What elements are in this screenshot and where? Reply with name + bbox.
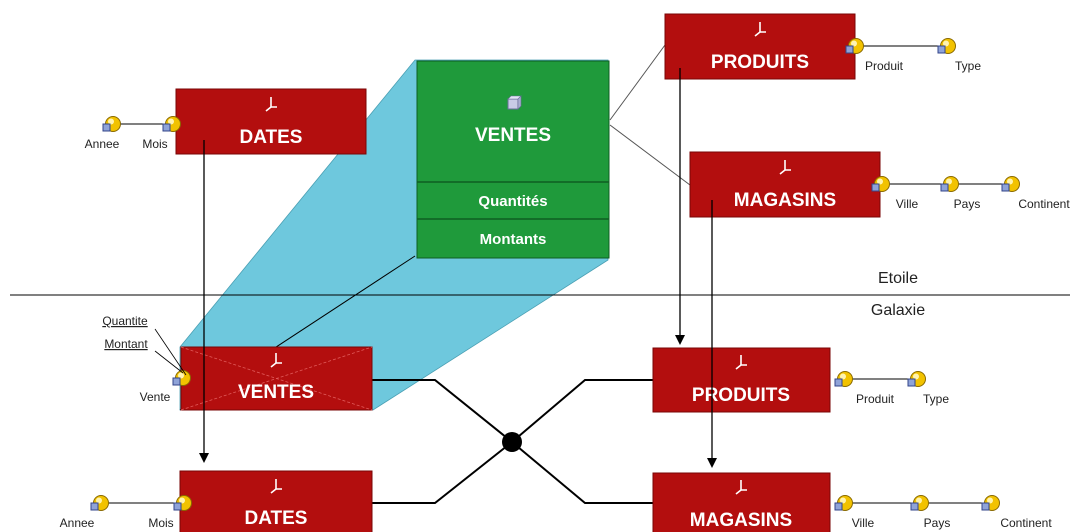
star-fact-ventes[interactable]: VENTES Quantités Montants: [416, 60, 610, 259]
star-dim-dates[interactable]: DATES: [175, 88, 367, 155]
star-dim-produits[interactable]: PRODUITS: [664, 13, 856, 80]
attribute-node-icon: [940, 176, 959, 192]
measure-link-quantite: [154, 328, 187, 376]
star-dim-magasins[interactable]: MAGASINS: [689, 151, 881, 218]
attribute-node-icon: [910, 495, 929, 511]
star-attr-ville: Ville: [896, 197, 919, 211]
galaxy-link-dates: [372, 441, 513, 504]
star-attr-type: Type: [955, 59, 981, 73]
attribute-node-icon: [981, 495, 1000, 511]
star-fact-title: VENTES: [475, 125, 551, 146]
attribute-node-icon: [102, 116, 121, 132]
attribute-node-icon: [834, 371, 853, 387]
galaxy-attr-continent: Continent: [1000, 516, 1052, 530]
galaxy-attr-produit: Produit: [856, 392, 895, 406]
attribute-node-icon: [907, 371, 926, 387]
galaxy-schema: VENTES Vente Quantite Montant DATES Anne…: [60, 314, 1052, 532]
star-attr-produit: Produit: [865, 59, 904, 73]
star-schema: VENTES Quantités Montants DATES Annee Mo…: [85, 13, 1070, 259]
attribute-node-icon: [173, 495, 192, 511]
attribute-node-icon: [937, 38, 956, 54]
galaxy-dim-dates[interactable]: DATES: [179, 470, 373, 532]
star-link-produits: [609, 44, 666, 121]
galaxy-attr-annee: Annee: [60, 516, 95, 530]
star-fact-measure-montants: Montants: [480, 231, 547, 248]
galaxy-dim-dates-title: DATES: [245, 508, 308, 529]
star-fact-measure-quantites: Quantités: [478, 193, 547, 210]
galaxy-ventes-title: VENTES: [238, 382, 314, 403]
attribute-node-icon: [834, 495, 853, 511]
galaxy-attr-mois: Mois: [148, 516, 173, 530]
galaxy-dim-produits-title: PRODUITS: [692, 385, 790, 406]
galaxy-attr-pays: Pays: [924, 516, 951, 530]
star-attr-pays: Pays: [954, 197, 981, 211]
star-attr-continent: Continent: [1018, 197, 1070, 211]
attribute-node-icon: [1001, 176, 1020, 192]
attribute-node-icon: [90, 495, 109, 511]
galaxy-hub-node: [502, 432, 522, 452]
cube-icon: [507, 95, 522, 110]
galaxy-dim-magasins[interactable]: MAGASINS: [652, 472, 831, 532]
galaxy-link-magasins: [511, 441, 653, 504]
star-dim-dates-title: DATES: [240, 127, 303, 148]
star-link-magasins: [609, 124, 691, 186]
star-attr-annee: Annee: [85, 137, 120, 151]
galaxy-measure-montant: Montant: [104, 337, 148, 351]
galaxy-dim-magasins-title: MAGASINS: [690, 510, 792, 531]
section-label-etoile: Etoile: [878, 270, 918, 287]
attribute-node-icon: [162, 116, 181, 132]
star-dim-magasins-title: MAGASINS: [734, 190, 836, 211]
galaxy-link-produits: [511, 379, 653, 443]
galaxy-attr-vente: Vente: [140, 390, 171, 404]
galaxy-attr-type: Type: [923, 392, 949, 406]
measure-link-montant: [154, 350, 184, 374]
galaxy-attr-ville: Ville: [852, 516, 875, 530]
galaxy-dim-produits[interactable]: PRODUITS: [652, 347, 831, 413]
galaxy-ventes[interactable]: VENTES: [180, 346, 373, 411]
star-dim-produits-title: PRODUITS: [711, 52, 809, 73]
star-attr-mois: Mois: [142, 137, 167, 151]
attribute-node-icon: [172, 370, 191, 386]
galaxy-link-ventes: [372, 379, 513, 443]
galaxy-measure-quantite: Quantite: [102, 314, 148, 328]
section-label-galaxie: Galaxie: [871, 302, 925, 319]
